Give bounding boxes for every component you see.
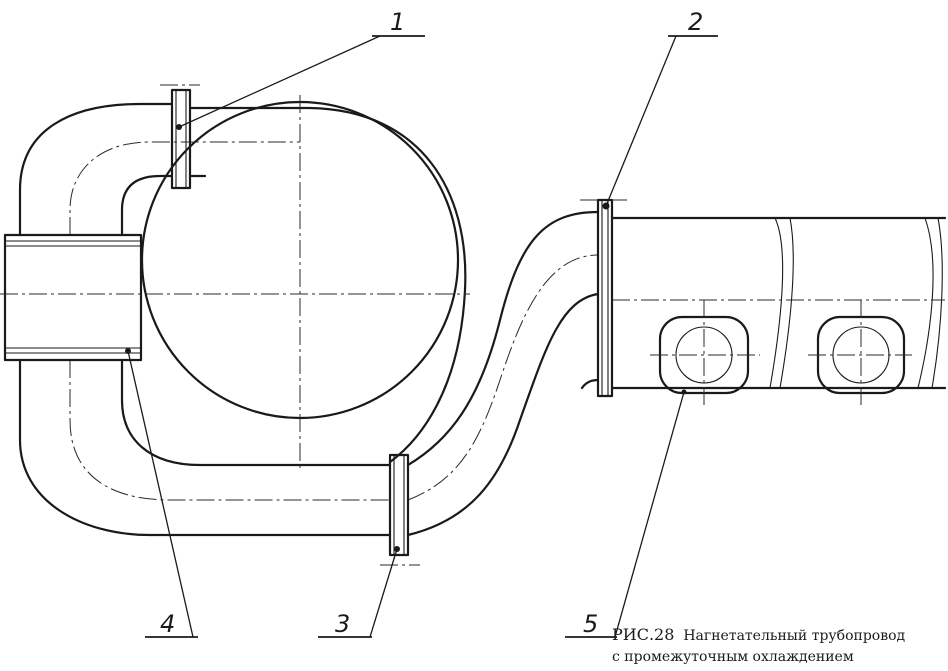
- callout-3-label: 3: [335, 610, 350, 638]
- callout-2: 2: [605, 8, 718, 207]
- cooler-port-2: [808, 300, 912, 405]
- lower-bend: [18, 358, 392, 537]
- figure-label: РИС.28: [612, 625, 675, 644]
- centre-lines: [0, 84, 630, 566]
- figure-caption: РИС.28 Нагнетательный трубопровод с пром…: [612, 624, 905, 668]
- upper-bend: [18, 102, 300, 237]
- flange-2: [596, 198, 614, 398]
- callout-4: 4: [127, 350, 198, 638]
- callout-2-label: 2: [688, 8, 703, 36]
- callout-5-label: 5: [583, 610, 598, 638]
- callout-1-label: 1: [390, 8, 405, 36]
- cooler-port-1: [650, 300, 760, 405]
- caption-line-2: с промежуточным охлаждением: [612, 649, 854, 665]
- callout-3: 3: [318, 548, 398, 638]
- left-cylinder: [3, 233, 143, 362]
- flange-1: [170, 88, 192, 190]
- caption-title-1: Нагнетательный трубопровод: [683, 628, 906, 644]
- callout-5: 5: [565, 389, 687, 638]
- caption-line-1: РИС.28 Нагнетательный трубопровод: [612, 624, 905, 647]
- callout-4-label: 4: [160, 610, 175, 638]
- s-bend: [406, 210, 600, 537]
- right-duct: [610, 216, 947, 390]
- callout-1: 1: [178, 8, 425, 128]
- flange-3: [388, 453, 410, 557]
